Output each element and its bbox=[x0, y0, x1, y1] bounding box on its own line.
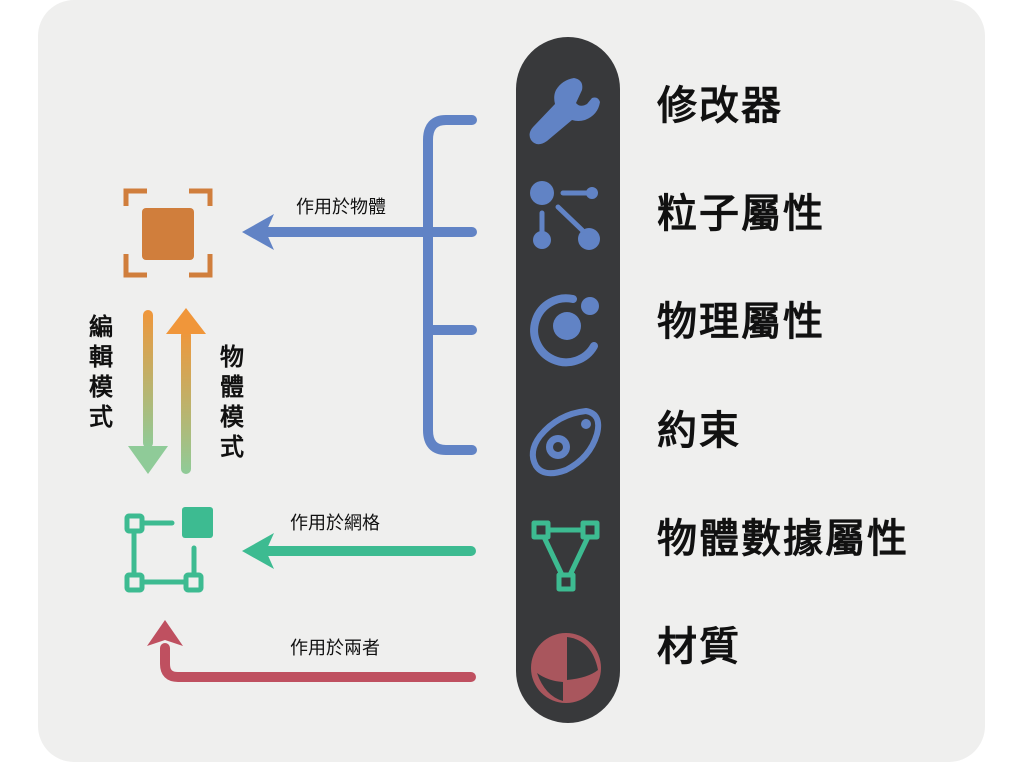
material-icon[interactable] bbox=[531, 633, 601, 703]
edge-label-both: 作用於兩者 bbox=[290, 638, 380, 659]
object-arrow-head bbox=[242, 214, 274, 250]
edit-mode-label: 編輯模式 bbox=[89, 313, 113, 431]
object-connector bbox=[261, 115, 477, 455]
edge-label-mesh: 作用於網格 bbox=[290, 513, 380, 534]
property-label-material: 材質 bbox=[657, 624, 741, 670]
physics-icon[interactable] bbox=[530, 294, 599, 367]
property-label-physics: 物理屬性 bbox=[657, 299, 825, 345]
property-label-constraints: 約束 bbox=[657, 408, 741, 454]
object-mode-arrow bbox=[166, 308, 206, 474]
object-data-icon[interactable] bbox=[531, 520, 600, 592]
wrench-icon[interactable] bbox=[529, 78, 600, 145]
object-mode-icon bbox=[123, 188, 213, 278]
property-label-object-data: 物體數據屬性 bbox=[657, 516, 909, 562]
particles-icon[interactable] bbox=[530, 181, 600, 250]
both-arrow-head bbox=[147, 620, 183, 646]
both-connector bbox=[160, 643, 476, 682]
constraint-icon[interactable] bbox=[529, 407, 602, 477]
diagram-card bbox=[38, 0, 985, 762]
property-label-particles: 粒子屬性 bbox=[657, 191, 825, 237]
properties-sidebar bbox=[516, 37, 620, 723]
edit-mesh-icon bbox=[124, 507, 213, 593]
property-label-modifiers: 修改器 bbox=[657, 83, 783, 129]
mesh-arrow-head bbox=[242, 533, 274, 569]
edge-label-object: 作用於物體 bbox=[296, 197, 386, 218]
edit-mode-arrow bbox=[128, 310, 168, 474]
object-mode-label: 物體模式 bbox=[220, 343, 244, 461]
